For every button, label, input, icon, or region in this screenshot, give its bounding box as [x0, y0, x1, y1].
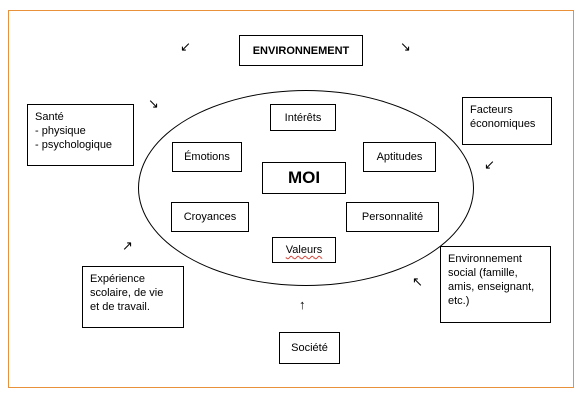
arrow-society-icon: ↑ — [299, 297, 306, 312]
values-label: Valeurs — [285, 244, 323, 256]
environment-title: ENVIRONNEMENT — [252, 44, 350, 57]
diagram-frame — [8, 10, 574, 388]
health-line-1: Santé — [35, 111, 64, 123]
arrow-health-icon: ↘ — [148, 96, 159, 111]
interests-box: Intérêts — [270, 104, 336, 131]
economic-factors-box: Facteurs économiques — [462, 97, 552, 145]
economic-line-2: économiques — [470, 118, 536, 130]
values-box: Valeurs — [272, 237, 336, 263]
health-box: Santé - physique - psychologique — [27, 104, 134, 166]
social-line-1: Environnement — [448, 253, 522, 265]
beliefs-label: Croyances — [183, 211, 237, 223]
social-line-3: amis, enseignant, — [448, 281, 535, 293]
social-environment-box: Environnement social (famille, amis, ens… — [440, 246, 551, 323]
experience-line-3: et de travail. — [90, 301, 150, 313]
society-box: Société — [279, 332, 340, 364]
experience-line-2: scolaire, de vie — [90, 287, 164, 299]
arrow-experience-icon: ↗ — [122, 238, 133, 253]
experience-line-1: Expérience — [90, 273, 146, 285]
arrow-social-icon: ↖ — [412, 274, 423, 289]
moi-label: MOI — [287, 168, 321, 187]
interests-label: Intérêts — [284, 111, 322, 124]
emotions-label: Émotions — [184, 151, 230, 163]
health-line-2: - physique — [35, 125, 86, 137]
emotions-box: Émotions — [172, 142, 242, 172]
arrow-down-right-icon: ↘ — [400, 39, 411, 54]
personality-label: Personnalité — [361, 211, 424, 223]
economic-line-1: Facteurs — [470, 104, 513, 116]
aptitudes-label: Aptitudes — [376, 151, 423, 163]
society-label: Société — [291, 342, 328, 354]
aptitudes-box: Aptitudes — [363, 142, 436, 172]
personality-box: Personnalité — [346, 202, 439, 232]
social-line-2: social (famille, — [448, 267, 518, 279]
environment-title-box: ENVIRONNEMENT — [239, 35, 363, 66]
arrow-down-left-icon: ↙ — [180, 39, 191, 54]
moi-box: MOI — [262, 162, 346, 194]
beliefs-box: Croyances — [171, 202, 249, 232]
social-line-4: etc.) — [448, 295, 470, 307]
arrow-economic-icon: ↙ — [484, 157, 495, 172]
self-ellipse — [138, 90, 474, 286]
health-line-3: - psychologique — [35, 139, 113, 151]
experience-box: Expérience scolaire, de vie et de travai… — [82, 266, 184, 328]
